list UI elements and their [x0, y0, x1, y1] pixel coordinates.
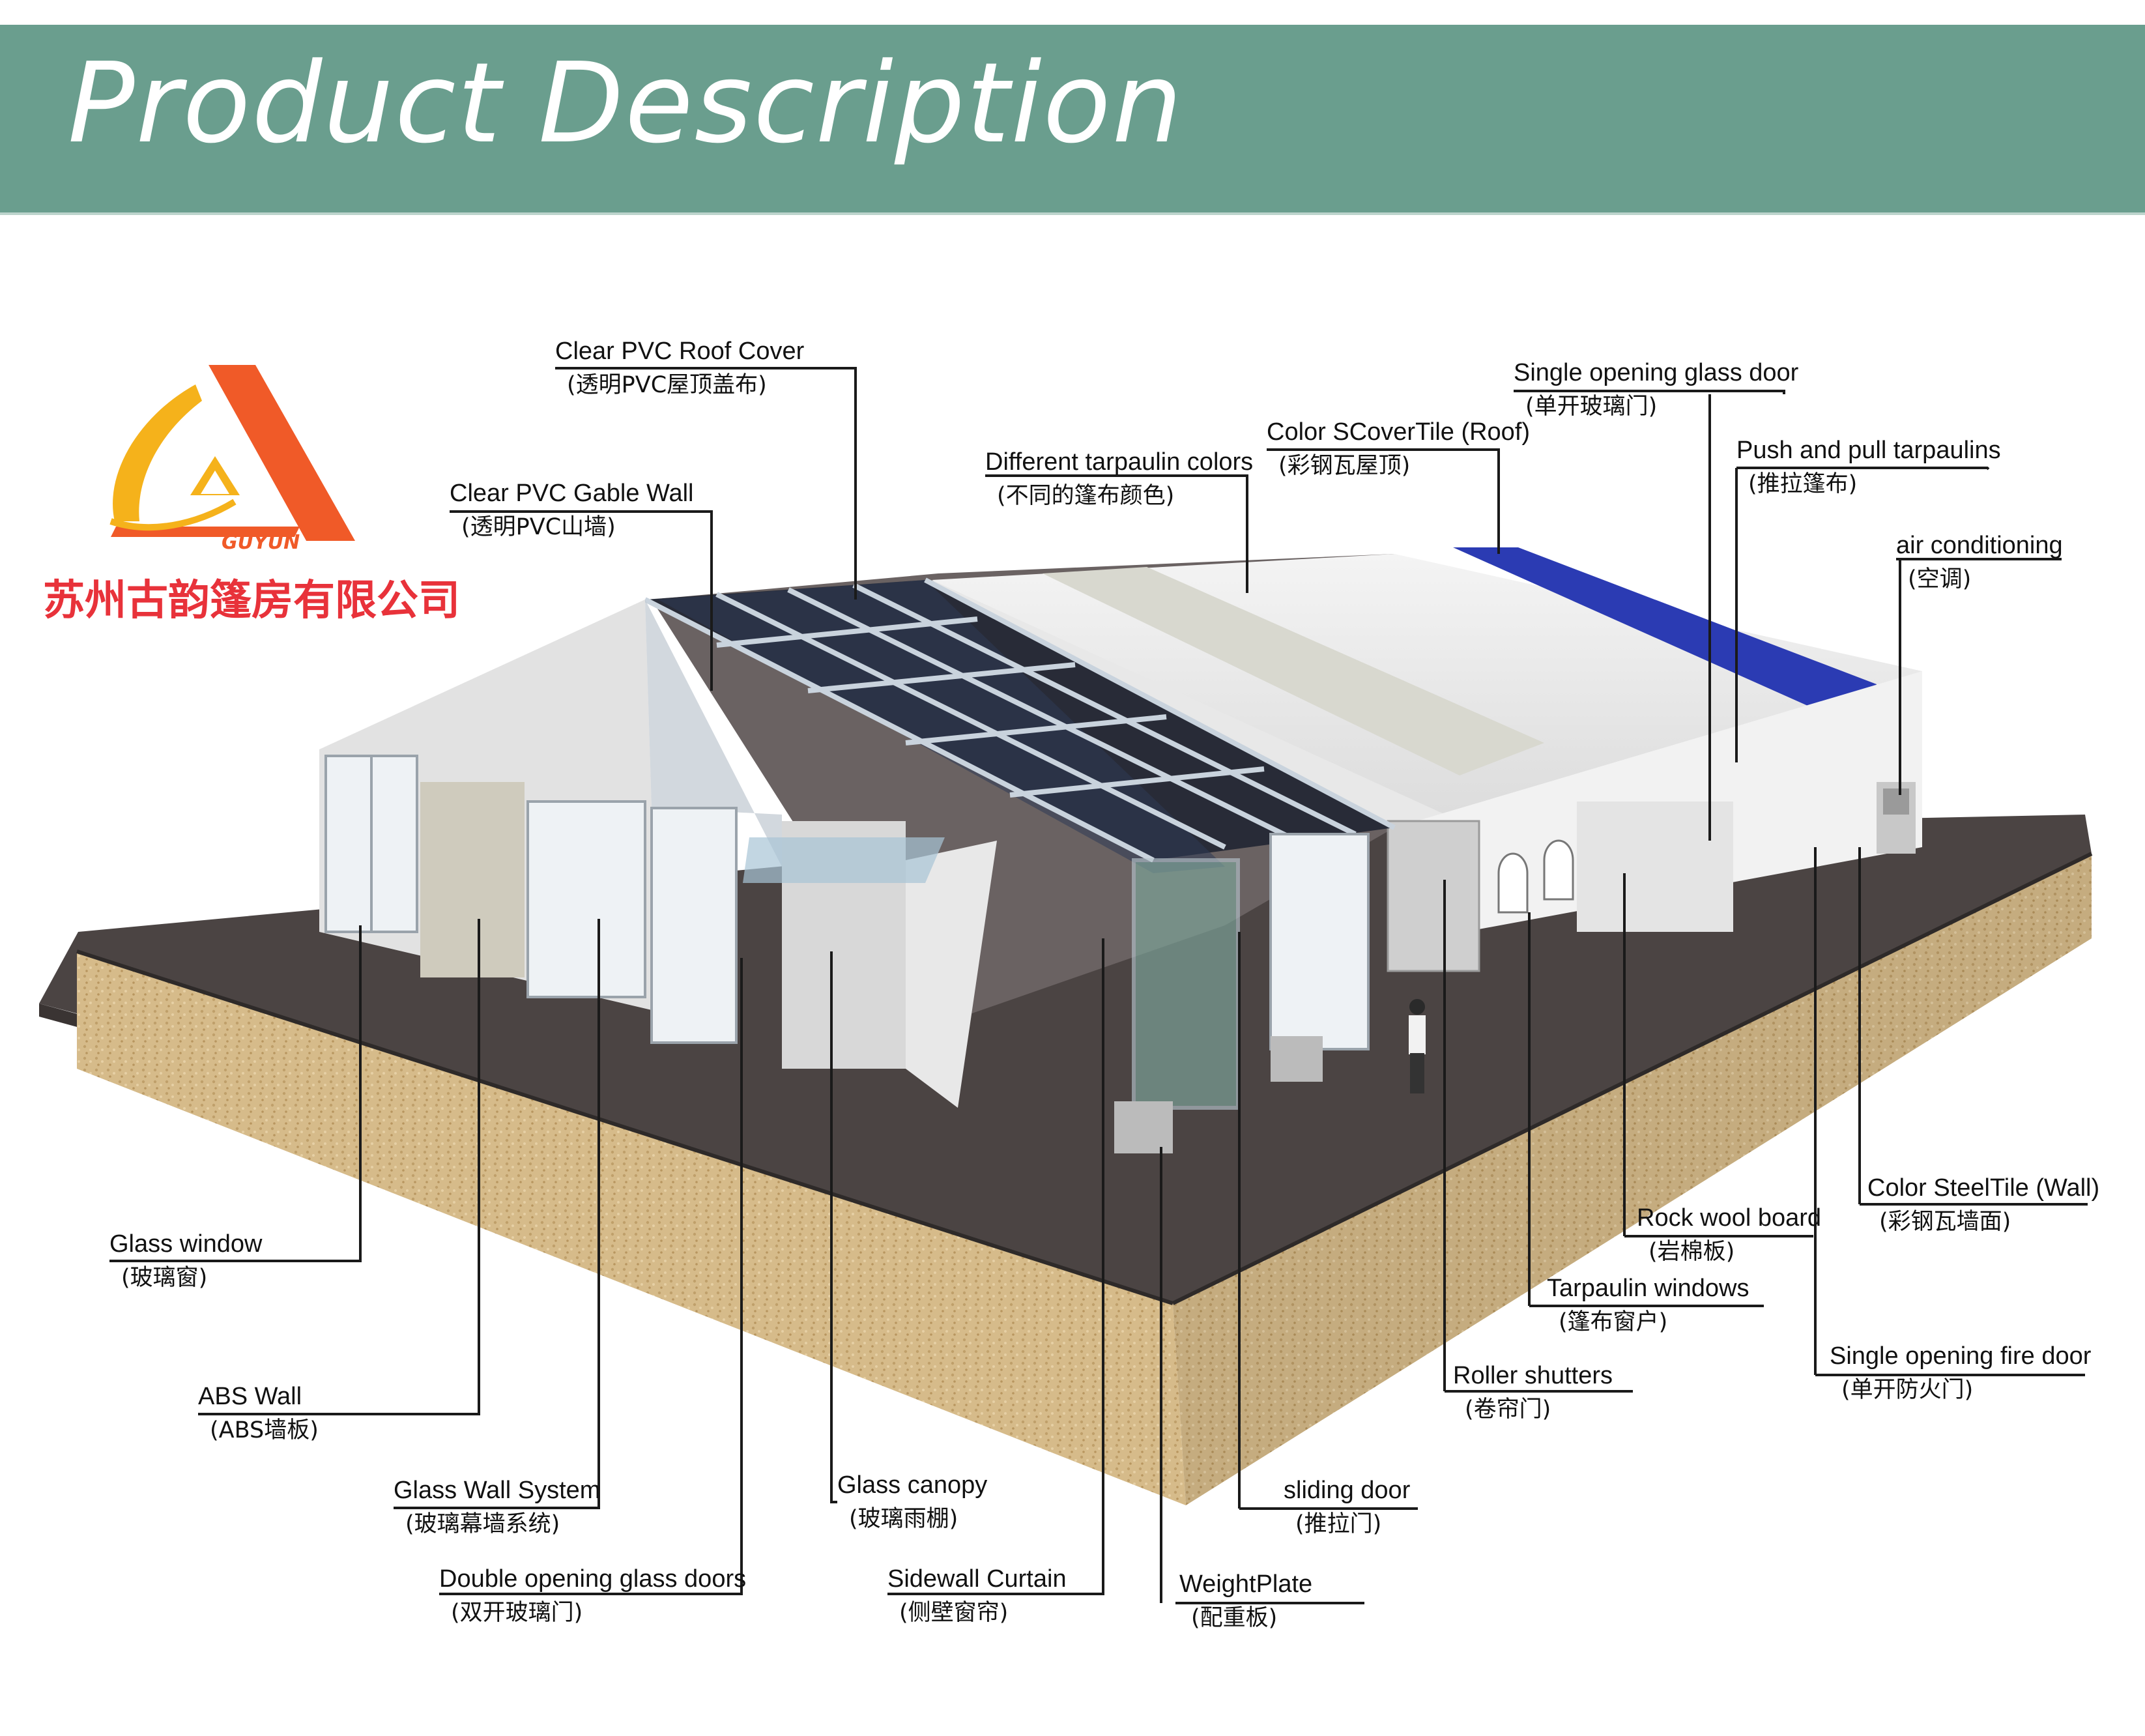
- leader-lines: [109, 367, 2088, 1604]
- label-roller-shutters: Roller shutters(卷帘门): [1453, 1362, 1613, 1423]
- label-push-and-pull-tarpaulins: Push and pull tarpaulins(推拉篷布): [1736, 437, 2001, 497]
- label-sidewall-curtain: Sidewall Curtain(侧壁窗帘): [887, 1565, 1067, 1626]
- logo-text: GUYUN: [222, 531, 300, 554]
- page-title: Product Description: [68, 39, 1184, 168]
- company-name: 苏州古韵篷房有限公司: [43, 577, 460, 625]
- label-abs-wall: ABS Wall(ABS墙板): [198, 1383, 319, 1443]
- label-different-tarpaulin-colors: Different tarpaulin colors(不同的篷布颜色): [985, 448, 1254, 509]
- banner-divider: [0, 212, 2145, 215]
- label-tarpaulin-windows: Tarpaulin windows(篷布窗户): [1547, 1275, 1749, 1335]
- label-weightplate: WeightPlate(配重板): [1179, 1570, 1313, 1631]
- label-single-opening-glass-door: Single opening glass door(单开玻璃门): [1514, 359, 1799, 420]
- label-double-opening-glass-doors: Double opening glass doors(双开玻璃门): [439, 1565, 747, 1626]
- label-single-opening-fire-door: Single opening fire door(单开防火门): [1830, 1342, 2092, 1403]
- guyun-logo: [109, 365, 355, 541]
- label-clear-pvc-gable-wall: Clear PVC Gable Wall(透明PVC山墙): [450, 480, 694, 540]
- label-glass-wall-system: Glass Wall System(玻璃幕墙系统): [394, 1477, 601, 1537]
- label-air-conditioning: air conditioning(空调): [1896, 532, 2063, 592]
- label-color-steeltile-wall: Color SteelTile (Wall)(彩钢瓦墙面): [1867, 1174, 2100, 1235]
- label-sliding-door: sliding door(推拉门): [1284, 1477, 1411, 1537]
- label-clear-pvc-roof-cover: Clear PVC Roof Cover(透明PVC屋顶盖布): [555, 338, 805, 398]
- header-banner: [0, 25, 2145, 214]
- label-glass-canopy: Glass canopy(玻璃雨棚): [837, 1471, 988, 1532]
- label-rock-wool-board: Rock wool board(岩棉板): [1637, 1204, 1822, 1265]
- tent-structure: [319, 547, 1922, 1153]
- label-glass-window: Glass window(玻璃窗): [109, 1230, 263, 1291]
- label-color-scovertile-roof: Color SCoverTile (Roof)(彩钢瓦屋顶): [1267, 418, 1531, 479]
